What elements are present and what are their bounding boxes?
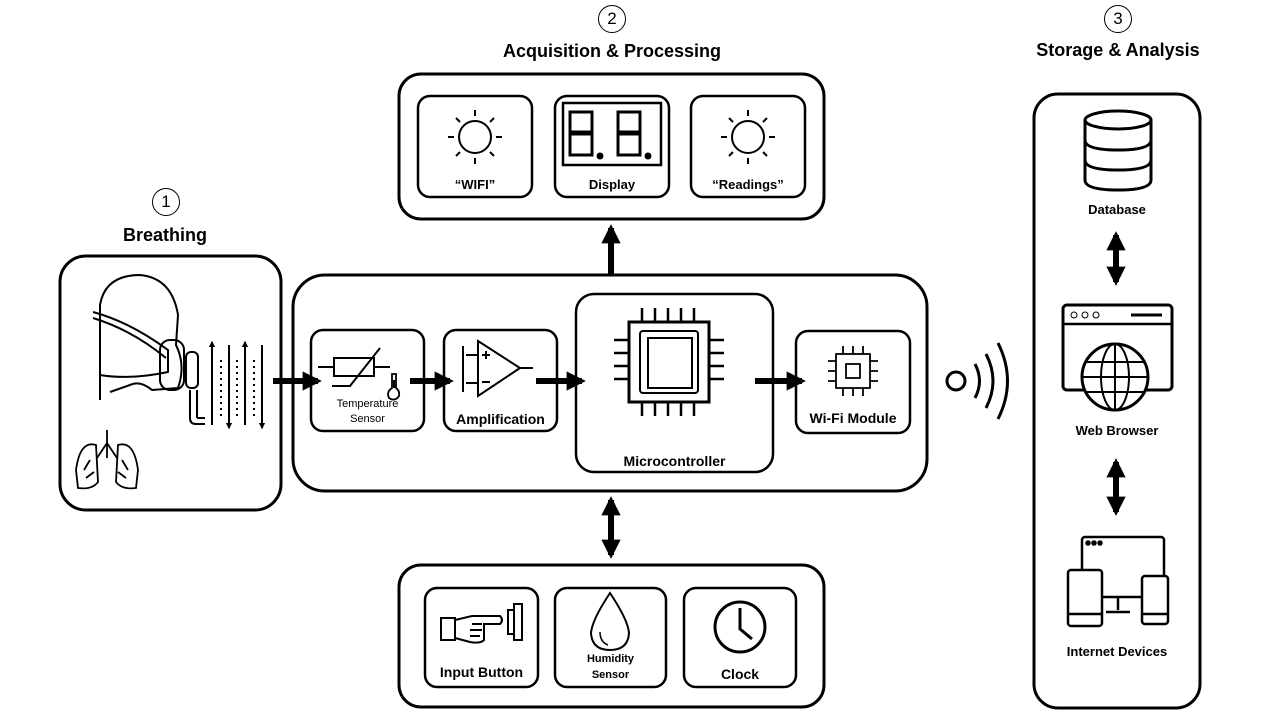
thermometer-icon [387, 373, 401, 401]
temperature-sensor-label-line2: Sensor [350, 413, 385, 425]
acquisition-title: Acquisition & Processing [502, 41, 722, 61]
database-icon [1083, 109, 1153, 192]
wifi-led-box [416, 94, 534, 199]
amplification-label: Amplification [456, 411, 545, 427]
lungs-icon [75, 430, 139, 490]
step-number-1: 1 [152, 188, 180, 216]
display-box [553, 94, 671, 199]
flow-arrows [273, 224, 1126, 559]
inputs-panel [397, 563, 826, 709]
seven-segment-display-icon [561, 101, 663, 167]
led-light-icon [721, 110, 775, 164]
hand-press-button-icon [440, 603, 523, 644]
face-mask-icon [92, 274, 205, 425]
input-button-label: Input Button [439, 664, 524, 680]
wireless-signal-icon [945, 342, 1009, 420]
humidity-sensor-label-line2: Sensor [591, 669, 630, 681]
clock-label: Clock [720, 666, 760, 682]
chip-icon [614, 308, 724, 416]
internet-devices-label: Internet Devices [1066, 644, 1168, 659]
readings-led-box [689, 94, 807, 199]
humidity-sensor-label-line1: Humidity [586, 653, 635, 665]
microcontroller-label: Microcontroller [623, 453, 726, 469]
storage-title: Storage & Analysis [1036, 40, 1200, 60]
input-button-box [423, 586, 540, 689]
computer-devices-icon [1066, 535, 1170, 628]
temperature-sensor-label-line1: Temperature [336, 398, 399, 410]
wifi-led-label: “WIFI” [454, 177, 496, 192]
readings-led-label: “Readings” [712, 177, 784, 192]
display-label: Display [588, 177, 636, 192]
humidity-sensor-box [553, 586, 668, 689]
led-light-icon [448, 110, 502, 164]
water-drop-icon [589, 591, 631, 652]
airflow-arrows-icon [208, 340, 266, 430]
water-drop-shine [599, 631, 609, 646]
step-number-3: 3 [1104, 5, 1132, 33]
web-browser-label: Web Browser [1075, 423, 1159, 438]
clock-box [682, 586, 798, 689]
thermistor-icon [318, 347, 390, 387]
op-amp-icon [462, 339, 533, 398]
outputs-panel [397, 72, 826, 221]
wifi-module-label: Wi-Fi Module [809, 410, 897, 426]
step-number-2: 2 [598, 5, 626, 33]
database-label: Database [1088, 202, 1146, 217]
wifi-chip-icon [828, 346, 878, 396]
storage-panel [1032, 92, 1202, 710]
breathing-title: Breathing [122, 225, 207, 245]
web-browser-globe-icon [1061, 303, 1174, 412]
clock-icon [713, 600, 767, 654]
